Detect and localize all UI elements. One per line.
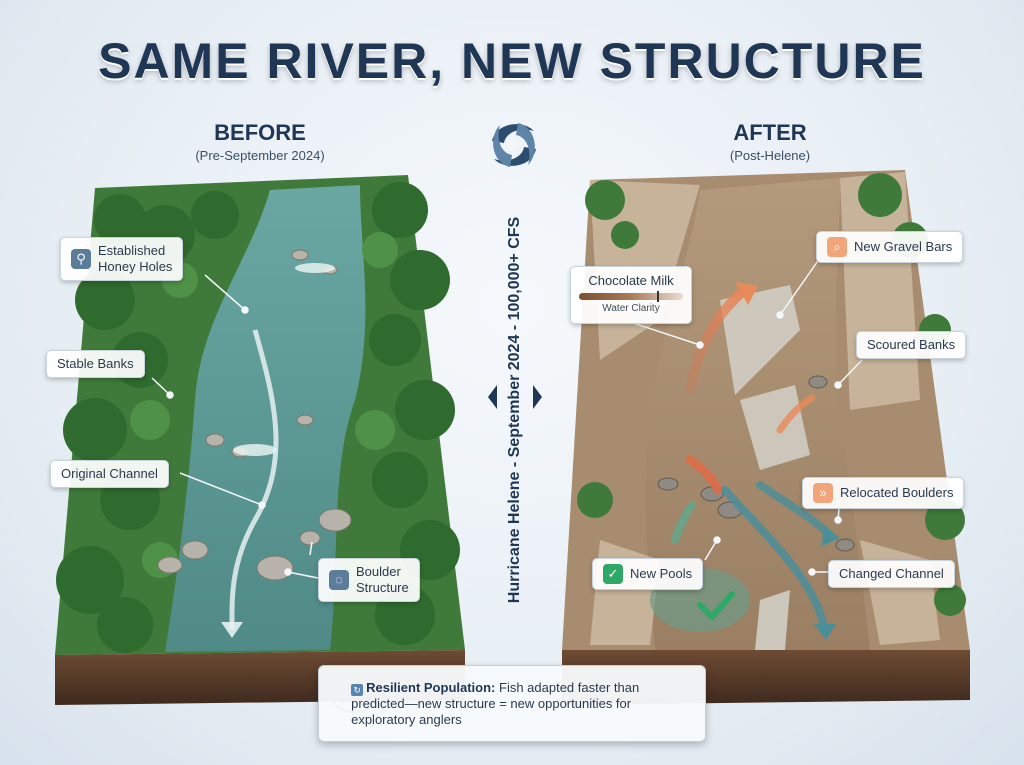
callout-boulder-structure-label: Boulder Structure	[356, 564, 409, 595]
callout-relocated-boulders-label: Relocated Boulders	[840, 485, 954, 500]
before-heading-block: BEFORE (Pre-September 2024)	[130, 120, 390, 163]
checkmark-icon: ✓	[603, 564, 623, 584]
water-clarity-marker	[657, 291, 659, 302]
callout-original-channel: Original Channel	[50, 460, 169, 488]
callout-relocated-boulders: » Relocated Boulders	[802, 477, 965, 509]
resilient-population-bold: Resilient Population:	[366, 679, 496, 695]
callout-honey-holes-label: Established Honey Holes	[98, 243, 173, 274]
resilient-population-body: Fish adapted faster than predicted—new s…	[351, 679, 640, 727]
fishing-rod-icon: ⚲	[71, 249, 91, 269]
callout-changed-channel: Changed Channel	[828, 560, 955, 588]
water-clarity-caption: Water Clarity	[602, 303, 660, 314]
callout-new-pools-label: New Pools	[630, 566, 693, 581]
callout-new-pools: ✓ New Pools	[592, 558, 704, 590]
page-title: SAME RIVER, NEW STRUCTURE	[98, 33, 926, 89]
before-subheading: (Pre-September 2024)	[195, 148, 325, 163]
callout-boulder-structure: ◌ Boulder Structure	[318, 558, 420, 602]
resilient-population-card: ↻Resilient Population: Fish adapted fast…	[318, 665, 706, 742]
double-chevron-icon: »	[813, 483, 833, 503]
callout-honey-holes: ⚲ Established Honey Holes	[60, 237, 184, 281]
after-subheading: (Post-Helene)	[729, 148, 811, 163]
water-clarity-label: Chocolate Milk	[588, 273, 674, 288]
callout-stable-banks-label: Stable Banks	[57, 356, 134, 371]
callout-original-channel-label: Original Channel	[61, 466, 158, 481]
water-clarity-gauge: Chocolate Milk Water Clarity	[570, 266, 692, 324]
after-heading-block: AFTER (Post-Helene)	[640, 120, 900, 163]
fish-icon-slot	[319, 666, 351, 741]
boulder-icon: ◌	[329, 570, 349, 590]
hurricane-divider: Hurricane Helene - September 2024 - 100,…	[497, 182, 533, 637]
pool-check-icon	[697, 591, 735, 620]
divider-arrows	[488, 385, 542, 409]
callout-stable-banks: Stable Banks	[46, 350, 145, 378]
callout-changed-channel-label: Changed Channel	[839, 566, 944, 581]
water-clarity-bar	[579, 291, 683, 302]
refresh-icon: ↻	[351, 683, 364, 696]
callout-gravel-bars: ⌕ New Gravel Bars	[816, 231, 964, 263]
callout-scoured-banks: Scoured Banks	[856, 331, 967, 359]
before-terrain	[55, 175, 465, 705]
callout-scoured-banks-label: Scoured Banks	[867, 337, 956, 352]
before-heading: BEFORE	[214, 120, 306, 145]
hurricane-divider-text: Hurricane Helene - September 2024 - 100,…	[506, 216, 523, 603]
after-heading: AFTER	[733, 120, 807, 145]
magnifier-icon: ⌕	[827, 237, 847, 257]
callout-gravel-bars-label: New Gravel Bars	[854, 239, 953, 254]
hurricane-icon	[492, 123, 536, 167]
resilient-population-text: ↻Resilient Population: Fish adapted fast…	[351, 680, 705, 728]
